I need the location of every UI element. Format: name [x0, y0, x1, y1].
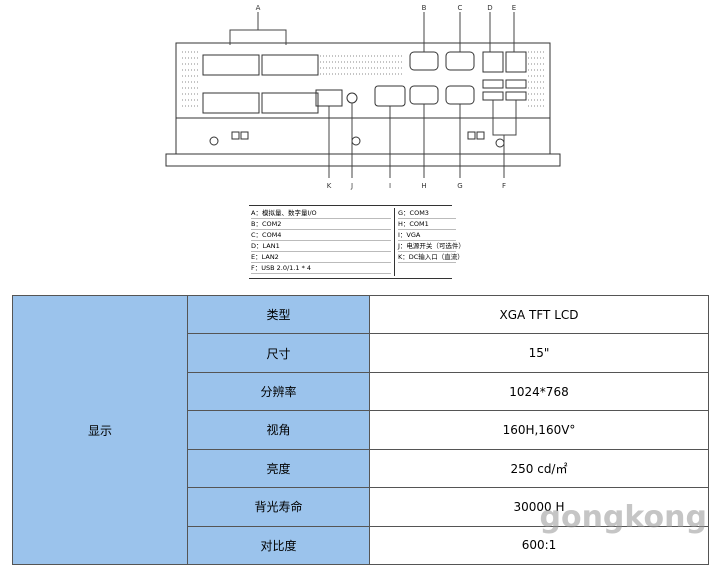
- spec-label: 类型: [187, 294, 370, 335]
- callout-label: E: [512, 4, 516, 12]
- spec-value: 15": [369, 333, 709, 373]
- spec-label: 背光寿命: [187, 487, 370, 527]
- callout-label: H: [421, 182, 426, 190]
- legend-item: G：COM3: [398, 208, 456, 219]
- legend-right-column: G：COM3 H：COM1 I：VGA J：电源开关（可选件） K：DC输入口（…: [394, 208, 465, 276]
- table-row: 背光寿命 30000 H: [13, 487, 709, 527]
- lan2-port: [505, 51, 527, 73]
- callout-label: D: [487, 4, 492, 12]
- spec-label: 视角: [187, 410, 370, 450]
- spec-category: 显示: [12, 295, 188, 565]
- com3-port: [445, 85, 475, 105]
- com4-port: [445, 51, 475, 71]
- spec-label: 分辨率: [187, 371, 370, 412]
- watermark: gongkong: [539, 500, 707, 535]
- terminal-block: [261, 92, 319, 114]
- spec-value: 160H,160V°: [369, 410, 709, 450]
- callout-label: C: [458, 4, 463, 12]
- bezel-base: [165, 153, 561, 167]
- legend-item: C：COM4: [251, 230, 391, 241]
- terminal-block: [202, 54, 260, 76]
- callout-label: B: [422, 4, 427, 12]
- table-row: 分辨率 1024*768: [13, 371, 709, 412]
- spec-value: 600:1: [369, 525, 709, 565]
- table-row: 显示 类型 XGA TFT LCD: [12, 294, 709, 565]
- callout-label: K: [327, 182, 332, 190]
- lan1-port: [482, 51, 504, 73]
- com1-port: [409, 85, 439, 105]
- spec-value: 1024*768: [369, 371, 709, 412]
- port-legend: A：模拟量、数字量I/O B：COM2 C：COM4 D：LAN1 E：LAN2…: [249, 205, 465, 279]
- spec-value: XGA TFT LCD: [369, 294, 709, 335]
- table-row: 亮度 250 cd/㎡: [13, 448, 709, 489]
- spec-value: 30000 H: [369, 487, 709, 527]
- spec-label: 亮度: [187, 448, 370, 489]
- legend-item: B：COM2: [251, 219, 391, 230]
- usb-port: [482, 91, 504, 101]
- usb-port: [505, 91, 527, 101]
- callout-label: F: [502, 182, 506, 190]
- legend-item: H：COM1: [398, 219, 456, 230]
- terminal-block: [261, 54, 319, 76]
- back-panel-diagram: A B C D E K J I H G F: [165, 4, 561, 190]
- spec-label: 尺寸: [187, 333, 370, 373]
- vga-port: [374, 85, 406, 107]
- legend-item: K：DC输入口（直流）: [398, 253, 464, 263]
- spec-table: 显示 类型 XGA TFT LCD 尺寸 15" 分辨率 1024*768 视角…: [12, 294, 709, 565]
- legend-item: E：LAN2: [251, 252, 391, 263]
- legend-item: F：USB 2.0/1.1 * 4: [251, 263, 391, 274]
- table-row: 对比度 600:1: [13, 525, 709, 565]
- callout-label: J: [350, 182, 353, 190]
- legend-item: J：电源开关（可选件）: [398, 242, 465, 252]
- com2-port: [409, 51, 439, 71]
- callout-label: G: [457, 182, 462, 190]
- spec-label: 对比度: [187, 525, 370, 565]
- dc-input-port: [315, 89, 343, 107]
- spec-value: 250 cd/㎡: [369, 448, 709, 489]
- terminal-block: [202, 92, 260, 114]
- legend-left-column: A：模拟量、数字量I/O B：COM2 C：COM4 D：LAN1 E：LAN2…: [251, 208, 391, 274]
- callout-label: I: [389, 182, 391, 190]
- power-switch: [346, 92, 358, 104]
- usb-port: [505, 79, 527, 89]
- legend-item: I：VGA: [398, 230, 456, 241]
- legend-item: A：模拟量、数字量I/O: [251, 208, 391, 219]
- legend-item: D：LAN1: [251, 241, 391, 252]
- callout-label: A: [256, 4, 261, 12]
- usb-port: [482, 79, 504, 89]
- table-row: 尺寸 15": [13, 333, 709, 373]
